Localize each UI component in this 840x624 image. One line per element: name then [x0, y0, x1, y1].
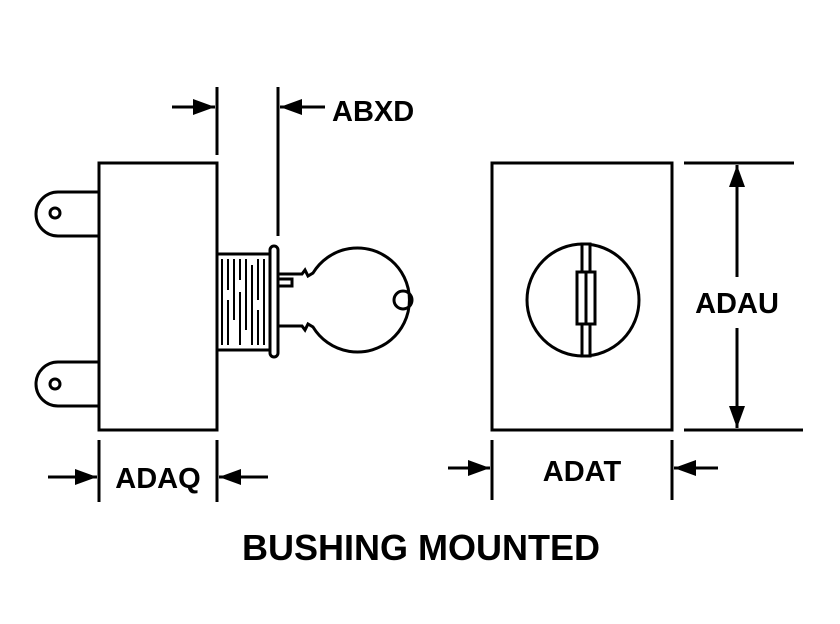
dimension-adat: ADAT — [448, 440, 718, 500]
terminal-tab-top — [34, 190, 99, 238]
switch-face — [490, 161, 674, 432]
front-view — [490, 161, 674, 432]
diagram-title: BUSHING MOUNTED — [242, 527, 600, 568]
side-view — [34, 161, 414, 432]
terminal-tab-bottom — [34, 360, 99, 408]
key — [276, 246, 414, 354]
dimension-adau: ADAU — [684, 161, 803, 432]
switch-body — [97, 161, 219, 432]
dimension-label-adat: ADAT — [543, 456, 622, 488]
dimension-adaq: ADAQ — [48, 440, 268, 502]
key-cylinder — [525, 242, 641, 358]
threaded-bushing — [215, 244, 280, 359]
dimension-label-adaq: ADAQ — [115, 463, 200, 495]
dimension-abxd: ABXD — [172, 87, 414, 236]
dimension-label-adau: ADAU — [695, 288, 779, 320]
dimension-label-abxd: ABXD — [332, 96, 414, 128]
